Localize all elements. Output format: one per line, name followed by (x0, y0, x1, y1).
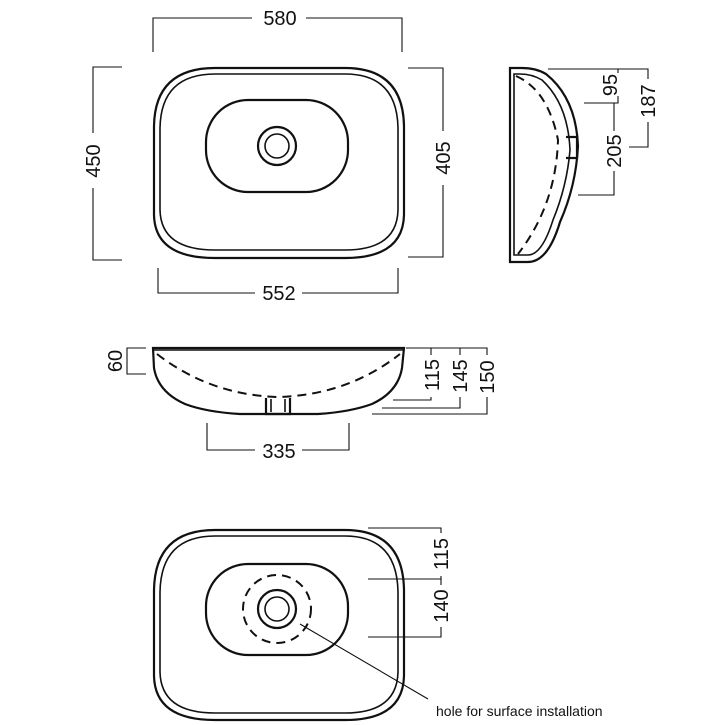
dim-552-label: 552 (262, 283, 295, 305)
dim-95-label: 95 (600, 74, 622, 96)
dim-205-label: 205 (604, 134, 626, 167)
install-outline-outer (152, 528, 406, 722)
installation-view: 115 140 hole for surface installation (152, 527, 603, 722)
dim-150-label: 150 (477, 360, 499, 393)
dim-580-line (152, 17, 403, 52)
side-drain (566, 135, 579, 160)
install-note: hole for surface installation (436, 703, 603, 719)
dim-335-label: 335 (262, 441, 295, 463)
dim-60-label: 60 (105, 350, 127, 372)
install-outline-rim (159, 535, 399, 714)
dim-187-label: 187 (638, 84, 660, 117)
drain-inner (264, 133, 290, 159)
dim-335-line (206, 423, 350, 451)
install-dim-140-label: 140 (431, 589, 453, 622)
side-view: 95 187 205 (508, 66, 660, 264)
drain-outer (256, 125, 298, 167)
dim-405-line (408, 67, 444, 258)
install-bowl (204, 562, 350, 657)
install-dim-115-label: 115 (431, 538, 453, 570)
front-drain-inner (270, 399, 286, 412)
dim-450-line (92, 66, 122, 261)
front-profile-outer (151, 346, 406, 416)
dim-205-line (578, 102, 615, 196)
dim-580-label: 580 (263, 8, 296, 30)
side-profile-inner (513, 73, 571, 256)
dim-150-line (372, 347, 488, 415)
basin-outline-rim (159, 73, 399, 251)
front-view: 60 115 145 150 335 (105, 346, 499, 463)
dim-115-label: 115 (422, 359, 444, 391)
dim-145-line (382, 347, 461, 409)
top-view: 580 450 405 552 (83, 8, 455, 305)
basin-outline-outer (152, 66, 406, 260)
dim-405-label: 405 (433, 141, 455, 174)
front-drain (264, 398, 292, 416)
front-bowl-dashed (156, 353, 401, 399)
dim-145-label: 145 (450, 359, 472, 392)
install-drain-outer (256, 588, 298, 630)
dim-60-line (126, 347, 146, 375)
install-drain-inner (264, 596, 290, 622)
dim-450-label: 450 (83, 144, 105, 177)
side-profile-dashed (515, 75, 560, 255)
dim-187-line (548, 68, 649, 148)
basin-bowl (204, 98, 350, 194)
dim-552-line (157, 268, 399, 294)
install-hole-dashed (242, 574, 312, 644)
install-leader-line (299, 623, 429, 700)
install-dim-140-line (368, 579, 442, 638)
